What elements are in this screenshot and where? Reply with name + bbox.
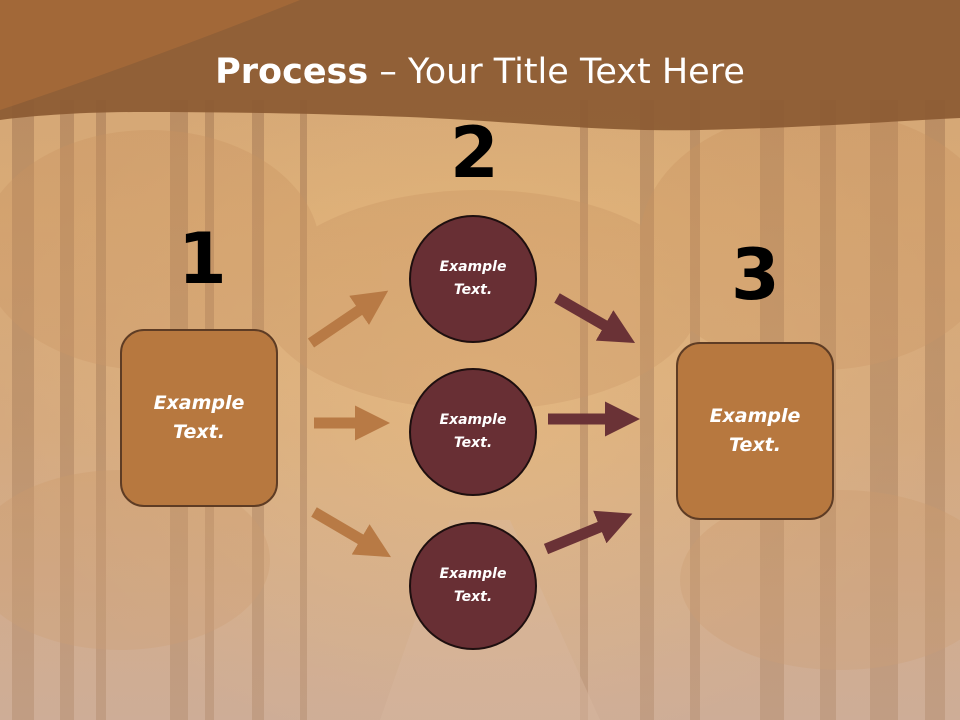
arrow-1-to-bottom (311, 507, 391, 558)
circle-bottom-text: Example Text. (439, 566, 507, 605)
circle-top-text: Example Text. (439, 259, 507, 298)
circle-middle-text: Example Text. (439, 412, 507, 451)
header-wave-band (0, 0, 960, 131)
step-3-box[interactable]: Example Text. (676, 342, 834, 520)
step-2-circle-top[interactable]: Example Text. (409, 215, 537, 343)
arrow-bottom-to-3 (543, 510, 633, 555)
title-rest: – Your Title Text Here (368, 52, 745, 92)
arrow-1-to-top (307, 290, 389, 348)
step-1-box[interactable]: Example Text. (120, 329, 278, 507)
step-2-circle-bottom[interactable]: Example Text. (409, 522, 537, 650)
step-1-text: Example Text. (153, 392, 245, 443)
arrow-top-to-3 (554, 293, 636, 343)
step-number-1: 1 (178, 218, 227, 300)
page-title: Process – Your Title Text Here (0, 52, 960, 92)
title-bold: Process (215, 52, 369, 92)
step-number-2: 2 (450, 112, 499, 194)
step-number-3: 3 (731, 234, 780, 316)
step-3-text: Example Text. (709, 405, 801, 456)
step-2-circle-middle[interactable]: Example Text. (409, 368, 537, 496)
